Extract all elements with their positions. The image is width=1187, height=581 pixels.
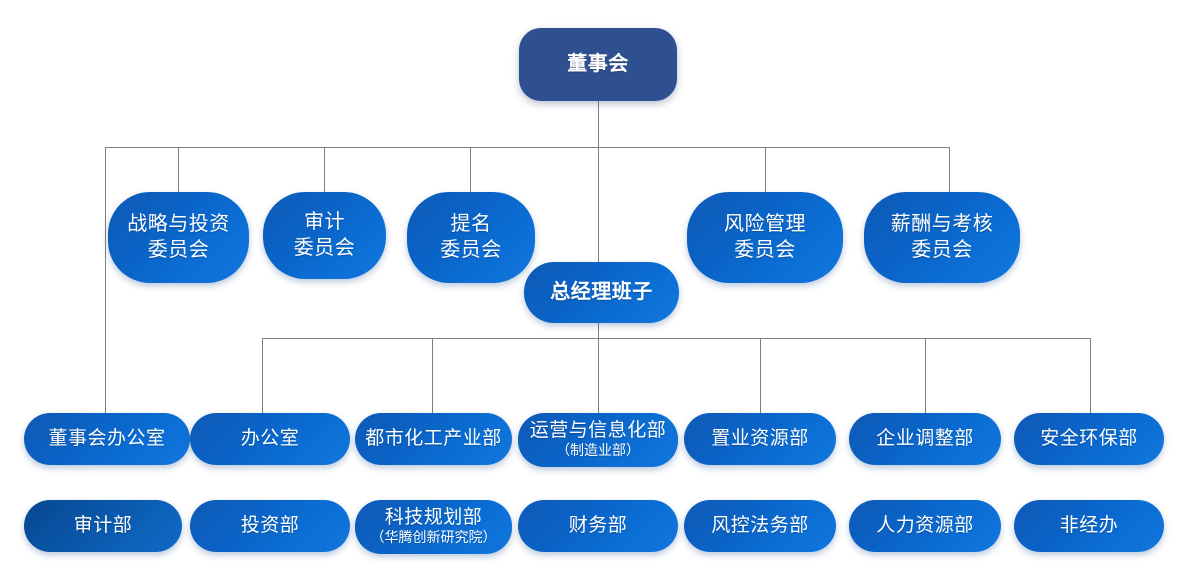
connector-drop-committee-2 xyxy=(324,147,325,193)
node-dept-technology-planning[interactable]: 科技规划部 （华腾创新研究院） xyxy=(355,500,512,554)
connector-drop-dept-3 xyxy=(598,338,599,415)
node-dept-safety-environment[interactable]: 安全环保部 xyxy=(1014,413,1164,465)
connector-drop-dept-6 xyxy=(1090,338,1091,415)
node-label: 置业资源部 xyxy=(711,427,809,449)
node-board-of-directors[interactable]: 董事会 xyxy=(519,28,677,101)
connector-stem-gm xyxy=(598,147,599,262)
node-label: 董事会 xyxy=(567,52,629,75)
node-label: 投资部 xyxy=(240,514,300,536)
node-label: 科技规划部 xyxy=(384,506,483,528)
node-committee-nomination[interactable]: 提名 委员会 xyxy=(407,192,535,283)
node-label-line1: 提名 xyxy=(450,212,492,235)
node-dept-enterprise-restructuring[interactable]: 企业调整部 xyxy=(849,413,1001,465)
connector-drop-dept-2 xyxy=(432,338,433,415)
node-label-line2: 委员会 xyxy=(734,238,796,261)
node-dept-human-resources[interactable]: 人力资源部 xyxy=(849,500,1001,552)
node-label-line1: 薪酬与考核 xyxy=(890,212,994,235)
node-label: 办公室 xyxy=(240,427,300,449)
connector-drop-committee-1 xyxy=(178,147,179,193)
connector-drop-dept-5 xyxy=(925,338,926,415)
node-dept-board-office[interactable]: 董事会办公室 xyxy=(24,413,190,465)
connector-drop-committee-5 xyxy=(949,147,950,193)
node-label: 安全环保部 xyxy=(1040,427,1138,449)
connector-gm-stem xyxy=(598,323,599,338)
node-sublabel: （华腾创新研究院） xyxy=(370,531,497,547)
node-committee-strategy-investment[interactable]: 战略与投资 委员会 xyxy=(108,192,249,283)
node-dept-operations-informatization[interactable]: 运营与信息化部 （制造业部） xyxy=(518,413,678,467)
node-label-line2: 委员会 xyxy=(911,238,973,261)
connector-board-stem xyxy=(598,101,599,147)
connector-drop-dept-4 xyxy=(760,338,761,415)
node-label-line2: 委员会 xyxy=(440,238,502,261)
node-dept-audit[interactable]: 审计部 xyxy=(24,500,182,552)
node-dept-urban-chemical-industry[interactable]: 都市化工产业部 xyxy=(355,413,512,465)
node-label-line2: 委员会 xyxy=(147,238,210,261)
node-label: 人力资源部 xyxy=(876,514,974,536)
node-label: 审计部 xyxy=(73,514,133,536)
node-label: 非经办 xyxy=(1059,514,1119,536)
connector-drop-committee-4 xyxy=(765,147,766,193)
node-general-manager-team[interactable]: 总经理班子 xyxy=(524,262,679,323)
node-committee-compensation-assessment[interactable]: 薪酬与考核 委员会 xyxy=(864,192,1020,283)
node-dept-risk-control-legal[interactable]: 风控法务部 xyxy=(684,500,836,552)
node-label: 企业调整部 xyxy=(876,427,974,449)
node-dept-finance[interactable]: 财务部 xyxy=(518,500,678,552)
node-sublabel: （制造业部） xyxy=(556,444,640,460)
node-dept-non-operating-office[interactable]: 非经办 xyxy=(1014,500,1164,552)
node-label-line1: 审计 xyxy=(304,210,345,233)
connector-spine-board-office xyxy=(105,147,106,415)
node-committee-risk-management[interactable]: 风险管理 委员会 xyxy=(687,192,843,283)
node-label-line1: 战略与投资 xyxy=(127,212,230,235)
node-label-line1: 风险管理 xyxy=(724,212,806,235)
node-dept-office[interactable]: 办公室 xyxy=(190,413,350,465)
node-label: 都市化工产业部 xyxy=(365,427,502,449)
connector-department-bus xyxy=(262,338,1090,339)
node-label: 风控法务部 xyxy=(711,514,809,536)
node-label-line2: 委员会 xyxy=(293,236,356,259)
node-label: 董事会办公室 xyxy=(48,427,166,449)
node-dept-property-resources[interactable]: 置业资源部 xyxy=(684,413,836,465)
node-dept-investment[interactable]: 投资部 xyxy=(190,500,350,552)
connector-drop-dept-1 xyxy=(262,338,263,415)
connector-committee-bus xyxy=(105,147,950,148)
node-committee-audit[interactable]: 审计 委员会 xyxy=(263,192,386,279)
node-label: 财务部 xyxy=(568,514,628,536)
node-label: 运营与信息化部 xyxy=(529,419,667,441)
connector-drop-committee-3 xyxy=(470,147,471,193)
node-label: 总经理班子 xyxy=(550,280,653,303)
